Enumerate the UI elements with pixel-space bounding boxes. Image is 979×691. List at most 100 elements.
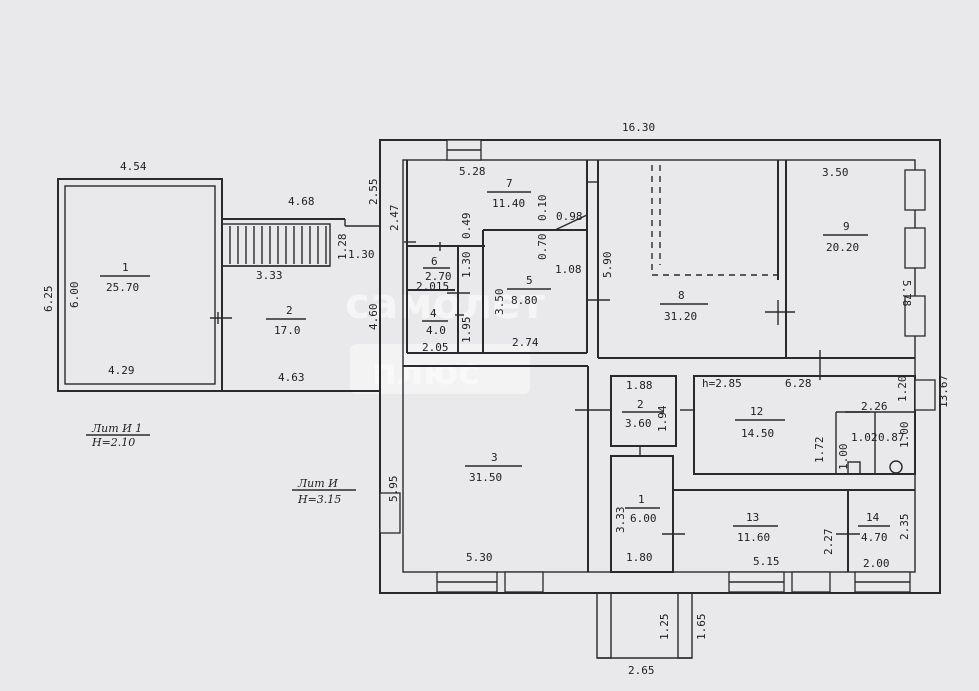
room-number: 1 (122, 261, 129, 274)
room-label: 4 4.0 (422, 307, 448, 337)
dimension-label: 5.28 (459, 165, 486, 178)
dimension-label: 3.50 (822, 166, 849, 179)
room-area: 31.20 (664, 310, 697, 323)
dimension-label: 4.68 (288, 195, 315, 208)
room-area: 6.00 (630, 512, 657, 525)
dimension-labels: 16.30 4.54 4.68 2.55 5.28 3.50 2.47 0.49… (42, 121, 950, 677)
dimension-label: h=2.85 (702, 377, 742, 390)
dimension-label: 5.90 (601, 252, 614, 279)
room-number: 5 (526, 274, 533, 287)
dimension-label: 0.87 (878, 431, 905, 444)
windows (379, 139, 936, 593)
room-area: 8.80 (511, 294, 538, 307)
dimension-label: 2.55 (367, 179, 380, 206)
dimension-label: 2.27 (822, 529, 835, 556)
room-number: 4 (430, 307, 437, 320)
room-number: 6 (431, 255, 438, 268)
dimension-label: 2.74 (512, 336, 539, 349)
dimension-label: 5.15 (753, 555, 780, 568)
dimension-label: 0.10 (536, 195, 549, 222)
room-number: 13 (746, 511, 759, 524)
dimension-label: 4.63 (278, 371, 305, 384)
dimension-label: 5.95 (387, 476, 400, 503)
dimension-label: 1.80 (626, 551, 653, 564)
room-label: 6 2.70 (423, 255, 452, 283)
dimension-label: 2.26 (861, 400, 888, 413)
room-area: 11.40 (492, 197, 525, 210)
room-label: 14 4.70 (858, 511, 890, 544)
room-label: 7 11.40 (487, 177, 531, 210)
watermark-badge (350, 344, 530, 394)
room-label: 2 3.60 (622, 398, 664, 430)
room-area: 2.70 (425, 270, 452, 283)
dimension-label: 6.00 (68, 282, 81, 309)
dimension-label: 4.54 (120, 160, 147, 173)
room-label: 5 8.80 (507, 274, 551, 307)
room-label: 2 17.0 (266, 304, 306, 337)
stairs (221, 223, 331, 267)
room-area: 31.50 (469, 471, 502, 484)
annex-title: Лит И 1 (91, 422, 142, 435)
room-area: 25.70 (106, 281, 139, 294)
room-area: 14.50 (741, 427, 774, 440)
room-label: 13 11.60 (733, 511, 778, 544)
room-area: 4.0 (426, 324, 446, 337)
room-number: 2 (637, 398, 644, 411)
main-building-walls (379, 139, 941, 594)
watermark: самолет плюс (345, 279, 546, 394)
watermark-line-2: плюс (372, 352, 480, 393)
dimension-label: 6.25 (42, 286, 55, 313)
dimension-label: 1.08 (555, 263, 582, 276)
room-label: 3 31.50 (465, 451, 522, 484)
room-label: 1 25.70 (100, 261, 150, 294)
dimension-label: 3.50 (493, 289, 506, 316)
dimension-label: 0.49 (460, 213, 473, 240)
room-number: 3 (491, 451, 498, 464)
dimension-label: 6.28 (785, 377, 812, 390)
dimension-label: 2.47 (388, 205, 401, 232)
dimension-label: 0.70 (536, 234, 549, 261)
room-number: 8 (678, 289, 685, 302)
dimension-label: 1.65 (695, 614, 708, 641)
room-area: 4.70 (861, 531, 888, 544)
room-label: 1 6.00 (625, 493, 660, 525)
dimension-label: 1.25 (658, 614, 671, 641)
dimension-label: 1.20 (896, 376, 909, 403)
dimension-label: 1.30 (348, 248, 375, 261)
room-label: 9 20.20 (823, 220, 868, 254)
dimension-label: 2.00 (863, 557, 890, 570)
door-markers (404, 241, 870, 535)
dimension-label: 1.88 (626, 379, 653, 392)
annex-height: H=2.10 (91, 436, 135, 449)
room-label: 8 31.20 (660, 289, 708, 323)
dimension-label: 4.60 (367, 304, 380, 331)
dimension-label: 2.015 (416, 280, 449, 293)
room-number: 1 (638, 493, 645, 506)
dimension-label: 1.94 (656, 405, 669, 432)
dimension-label: 3.33 (256, 269, 283, 282)
main-building-title: Лит И (297, 477, 338, 490)
dimension-label: 16.30 (622, 121, 655, 134)
room-number: 9 (843, 220, 850, 233)
dimension-label: 4.29 (108, 364, 135, 377)
room-area: 11.60 (737, 531, 770, 544)
room-area: 3.60 (625, 417, 652, 430)
dimension-label: 0.98 (556, 210, 583, 223)
room-labels: 1 25.70 2 17.0 7 11.40 6 2.70 5 8.80 4 4… (100, 177, 890, 544)
toilet-fixtures (847, 460, 903, 475)
dimension-label: 5.30 (466, 551, 493, 564)
dimension-label: 1.72 (813, 437, 826, 464)
room-label: 12 14.50 (735, 405, 785, 440)
dimension-label: 1.28 (336, 234, 349, 261)
dimension-label: 1.02 (851, 431, 878, 444)
room-number: 14 (866, 511, 880, 524)
main-building-height: H=3.15 (297, 493, 341, 506)
room-area: 20.20 (826, 241, 859, 254)
room-number: 2 (286, 304, 293, 317)
dimension-label: 1.00 (898, 422, 911, 449)
dimension-label: 13.67 (937, 375, 950, 408)
room-number: 12 (750, 405, 763, 418)
watermark-line-1: самолет (345, 279, 546, 328)
dimension-label: 5.78 (900, 280, 913, 307)
